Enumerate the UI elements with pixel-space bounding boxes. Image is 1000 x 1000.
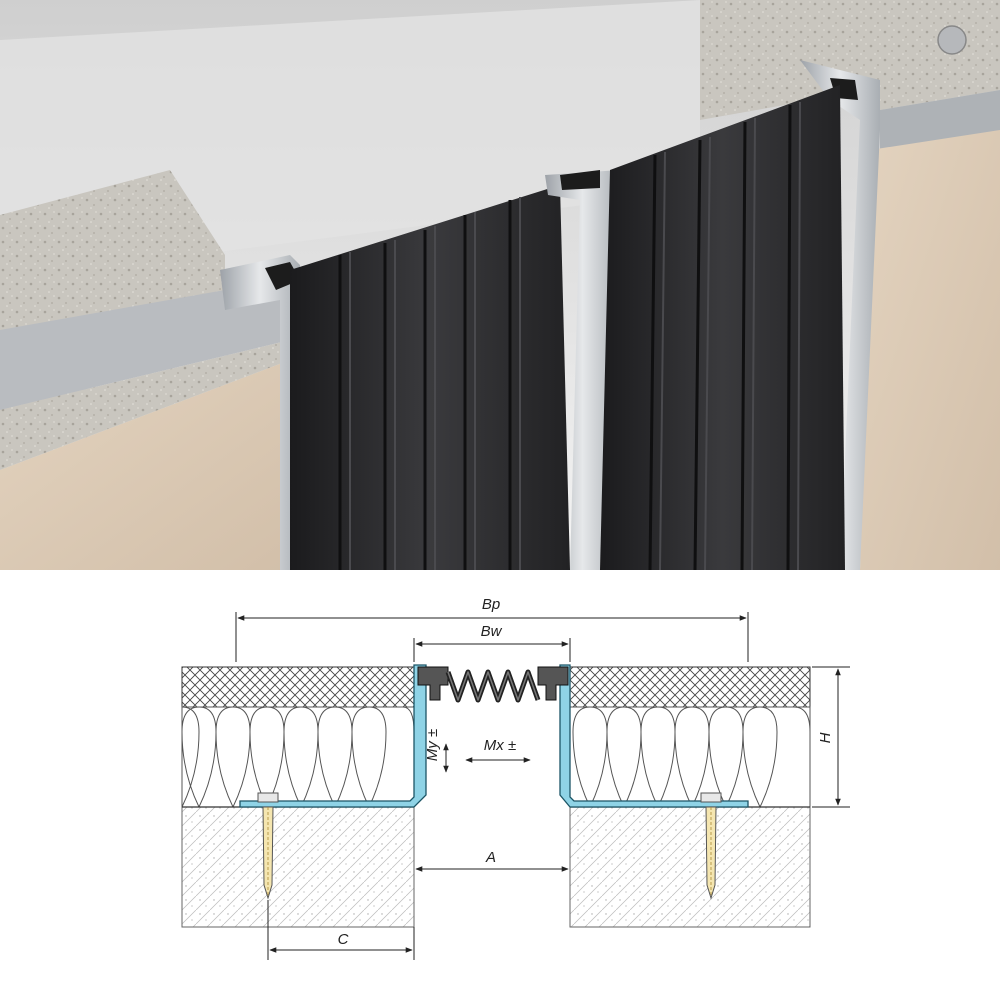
label-c: C: [338, 931, 349, 948]
right-concrete-slab: [700, 0, 1000, 120]
right-aluminium-profile: [800, 60, 880, 570]
left-rubber-bellows: [290, 185, 570, 570]
dimension-bw: [413, 638, 571, 662]
right-wall: [860, 130, 1000, 570]
rubber-seal-section: [417, 666, 569, 703]
dimension-c: [267, 900, 415, 960]
cross-section-drawing: Bp Bw H My ± Mx ± A C: [0, 570, 1000, 1000]
label-mx: Mx ±: [484, 737, 516, 754]
left-aluminium-profile-section: [239, 664, 427, 808]
middle-connector-groove: [560, 170, 600, 190]
middle-aluminium-connector: [545, 170, 620, 570]
left-screed-layer: [181, 666, 415, 708]
left-wall: [0, 360, 290, 570]
left-aluminium-profile: [220, 255, 300, 570]
dimension-bp: [235, 612, 749, 662]
left-aluminium-base: [0, 290, 290, 410]
right-insulation-layer: [569, 706, 811, 809]
right-aluminium-profile-section: [559, 664, 749, 808]
label-h: H: [817, 732, 834, 743]
left-anchor-bolt-icon: [257, 792, 279, 900]
product-render: [0, 0, 1000, 570]
label-bw: Bw: [481, 623, 503, 640]
right-anchor-bolt-icon: [700, 792, 722, 900]
dimension-h: [812, 666, 850, 808]
right-screed-layer: [569, 666, 811, 708]
label-a: A: [485, 849, 496, 866]
right-concrete-base: [569, 806, 811, 928]
left-insulation-layer: [181, 706, 415, 809]
label-bp: Bp: [482, 596, 500, 613]
right-rubber-bellows: [600, 85, 845, 570]
left-concrete-base: [181, 806, 415, 928]
anchor-bolt-head-icon: [937, 25, 967, 55]
expansion-joint-render: [0, 0, 1000, 570]
label-my: My ±: [424, 729, 441, 761]
cross-section-svg: Bp Bw H My ± Mx ± A C: [181, 596, 850, 960]
left-screed: [0, 340, 290, 470]
